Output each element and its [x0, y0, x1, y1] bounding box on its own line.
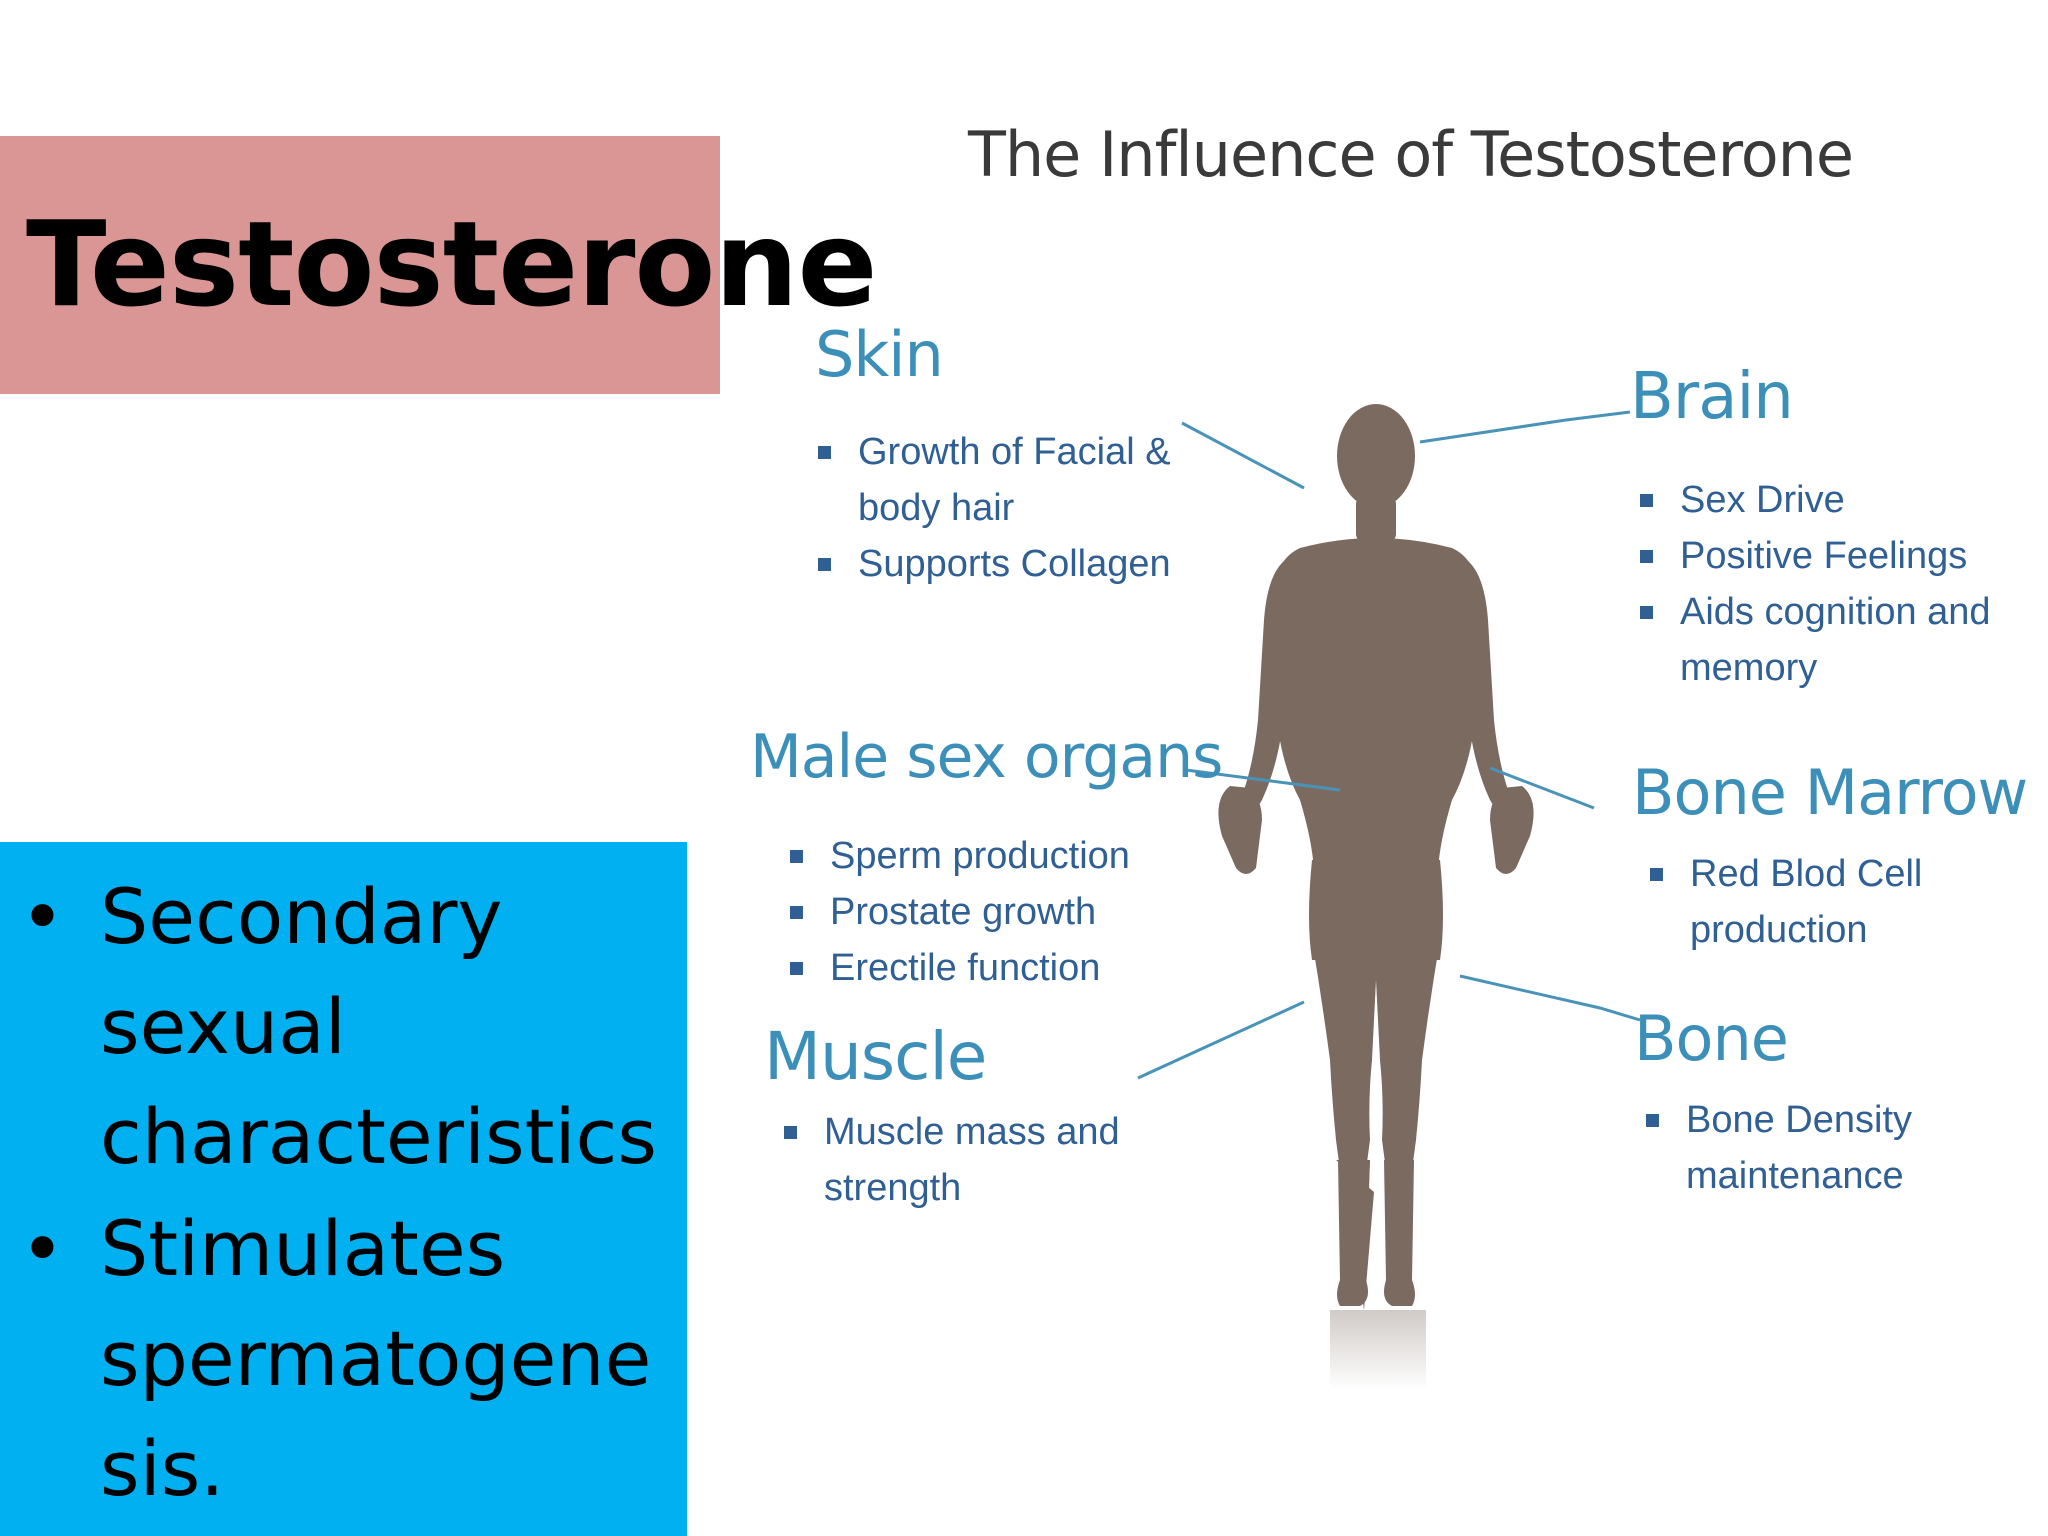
list-item: Bone Density	[1646, 1092, 1912, 1148]
muscle-connector	[1137, 1000, 1305, 1080]
list-item: Positive Feelings	[1640, 528, 1991, 584]
bone-heading: Bone	[1634, 1002, 1789, 1075]
bullet-list: • Secondary sexual characteristics • Sti…	[20, 862, 680, 1526]
skin-connector	[1181, 421, 1305, 490]
male-sex-organs-heading: Male sex organs	[750, 722, 1223, 792]
connector-lines	[1137, 410, 1641, 1080]
bullet-text: sexual	[100, 982, 346, 1071]
bullet-text: characteristics	[100, 1092, 657, 1181]
bullet-dot-icon: •	[20, 872, 65, 961]
list-item: Sperm production	[790, 828, 1130, 884]
muscle-list: Muscle mass and strength	[784, 1104, 1120, 1216]
bullet-text: spermatogene	[100, 1314, 652, 1403]
brain-heading: Brain	[1630, 360, 1794, 434]
list-item: production	[1690, 909, 1868, 951]
sex-organs-connector	[1185, 768, 1341, 792]
bone-marrow-connector	[1489, 766, 1595, 810]
brain-connector	[1419, 410, 1631, 444]
bullet-item: • Stimulates spermatogene sis.	[20, 1194, 680, 1524]
bullet-dot-icon: •	[20, 1204, 65, 1293]
list-item: Sex Drive	[1640, 472, 1991, 528]
figure-reflection	[1330, 1310, 1426, 1390]
list-item: Growth of Facial &	[818, 424, 1171, 480]
bone-marrow-heading: Bone Marrow	[1632, 756, 2028, 829]
list-item: Muscle mass and	[784, 1104, 1120, 1160]
list-item: Erectile function	[790, 940, 1130, 996]
bone-connector	[1459, 974, 1641, 1022]
skin-heading: Skin	[815, 318, 944, 391]
list-item: Prostate growth	[790, 884, 1130, 940]
skin-list: Growth of Facial & body hair Supports Co…	[818, 424, 1171, 592]
bone-list: Bone Density maintenance	[1646, 1092, 1912, 1204]
list-item: Aids cognition and	[1640, 584, 1991, 640]
bullet-text: sis.	[100, 1424, 225, 1513]
bullet-box	[0, 842, 687, 1536]
muscle-heading: Muscle	[764, 1018, 987, 1095]
list-item: maintenance	[1686, 1155, 1904, 1197]
bullet-item: • Secondary sexual characteristics	[20, 862, 680, 1192]
male-sex-organs-list: Sperm production Prostate growth Erectil…	[790, 828, 1130, 996]
list-item: Red Blod Cell	[1650, 846, 1922, 902]
list-item: body hair	[858, 487, 1015, 529]
bone-marrow-list: Red Blod Cell production	[1650, 846, 1922, 958]
list-item: strength	[824, 1167, 962, 1209]
list-item: memory	[1680, 647, 1818, 689]
diagram-title: The Influence of Testosterone	[968, 118, 1854, 191]
brain-list: Sex Drive Positive Feelings Aids cogniti…	[1640, 472, 1991, 696]
human-figure-icon	[1218, 404, 1534, 1310]
bullet-text: Secondary	[100, 872, 503, 961]
list-item: Supports Collagen	[818, 536, 1171, 592]
title-box	[0, 136, 720, 394]
bullet-text: Stimulates	[100, 1204, 506, 1293]
slide-title: Testosterone	[26, 195, 878, 333]
